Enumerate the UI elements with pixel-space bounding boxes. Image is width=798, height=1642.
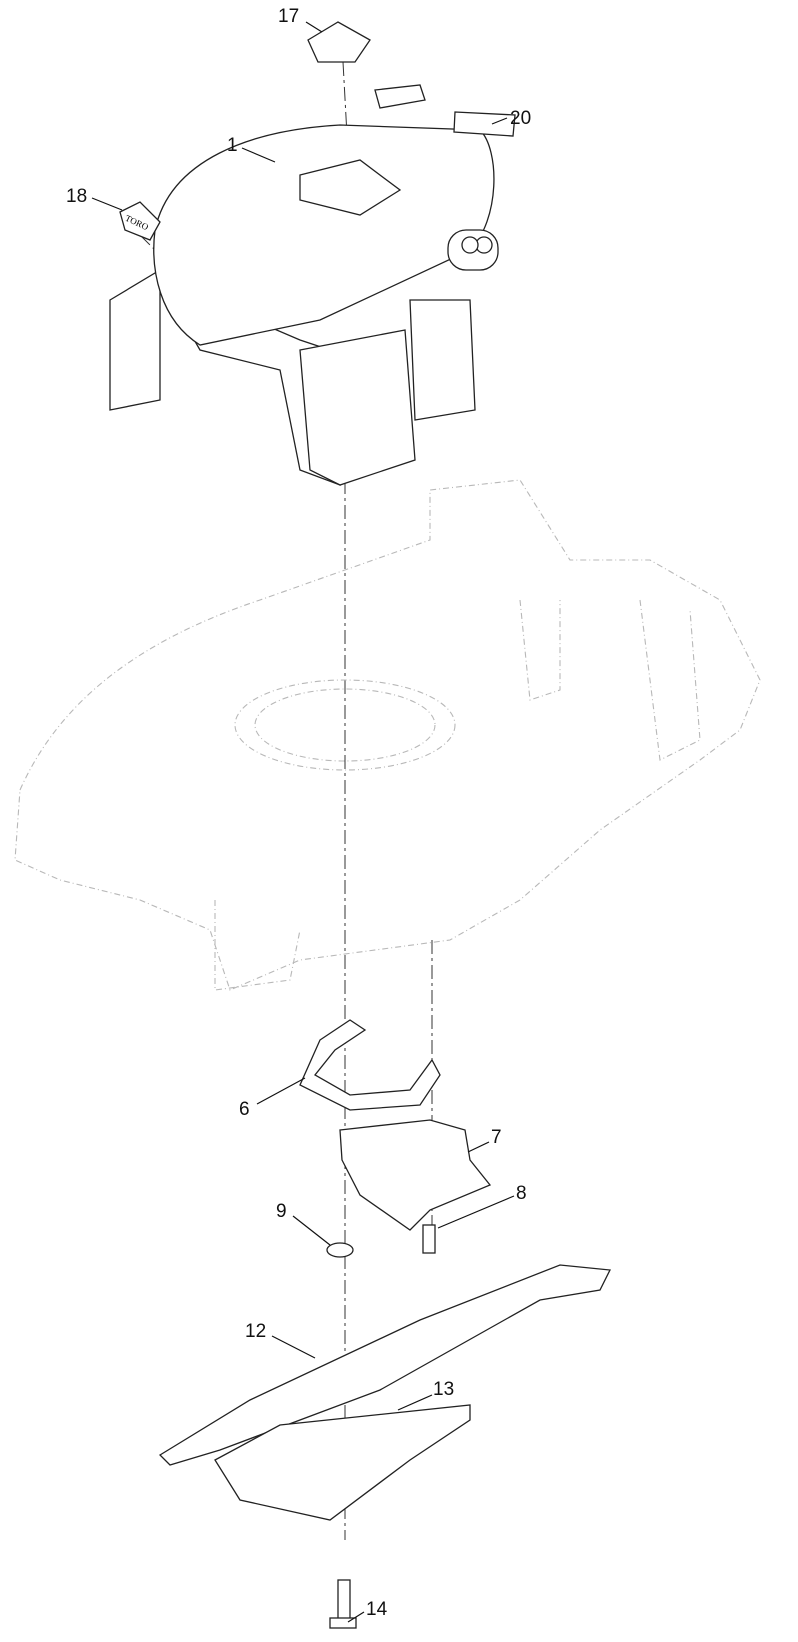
callout-7: 7: [491, 1127, 502, 1148]
decal-20: [453, 111, 516, 137]
blade-accessory: [214, 1404, 471, 1521]
callout-8: 8: [516, 1183, 527, 1204]
callout-12: 12: [245, 1321, 266, 1342]
mower-deck-ghost: [14, 479, 761, 991]
callout-9: 9: [276, 1201, 287, 1222]
callout-14: 14: [366, 1599, 388, 1620]
blade-adapter: [299, 1019, 441, 1111]
callout-13: 13: [433, 1379, 454, 1400]
engine: [109, 84, 499, 486]
bolt: [422, 1224, 436, 1254]
baffle: [339, 1119, 492, 1231]
blade-bolt: [329, 1579, 357, 1629]
callout-17: 17: [278, 6, 299, 27]
callout-20: 20: [510, 108, 531, 129]
decal-17: [307, 21, 371, 63]
callout-18: 18: [66, 186, 87, 207]
callout-1: 1: [227, 135, 238, 156]
callout-6: 6: [239, 1099, 250, 1120]
blade: [158, 1264, 612, 1466]
decal-18-logo: TORO: [119, 201, 161, 241]
washer: [326, 1242, 354, 1258]
